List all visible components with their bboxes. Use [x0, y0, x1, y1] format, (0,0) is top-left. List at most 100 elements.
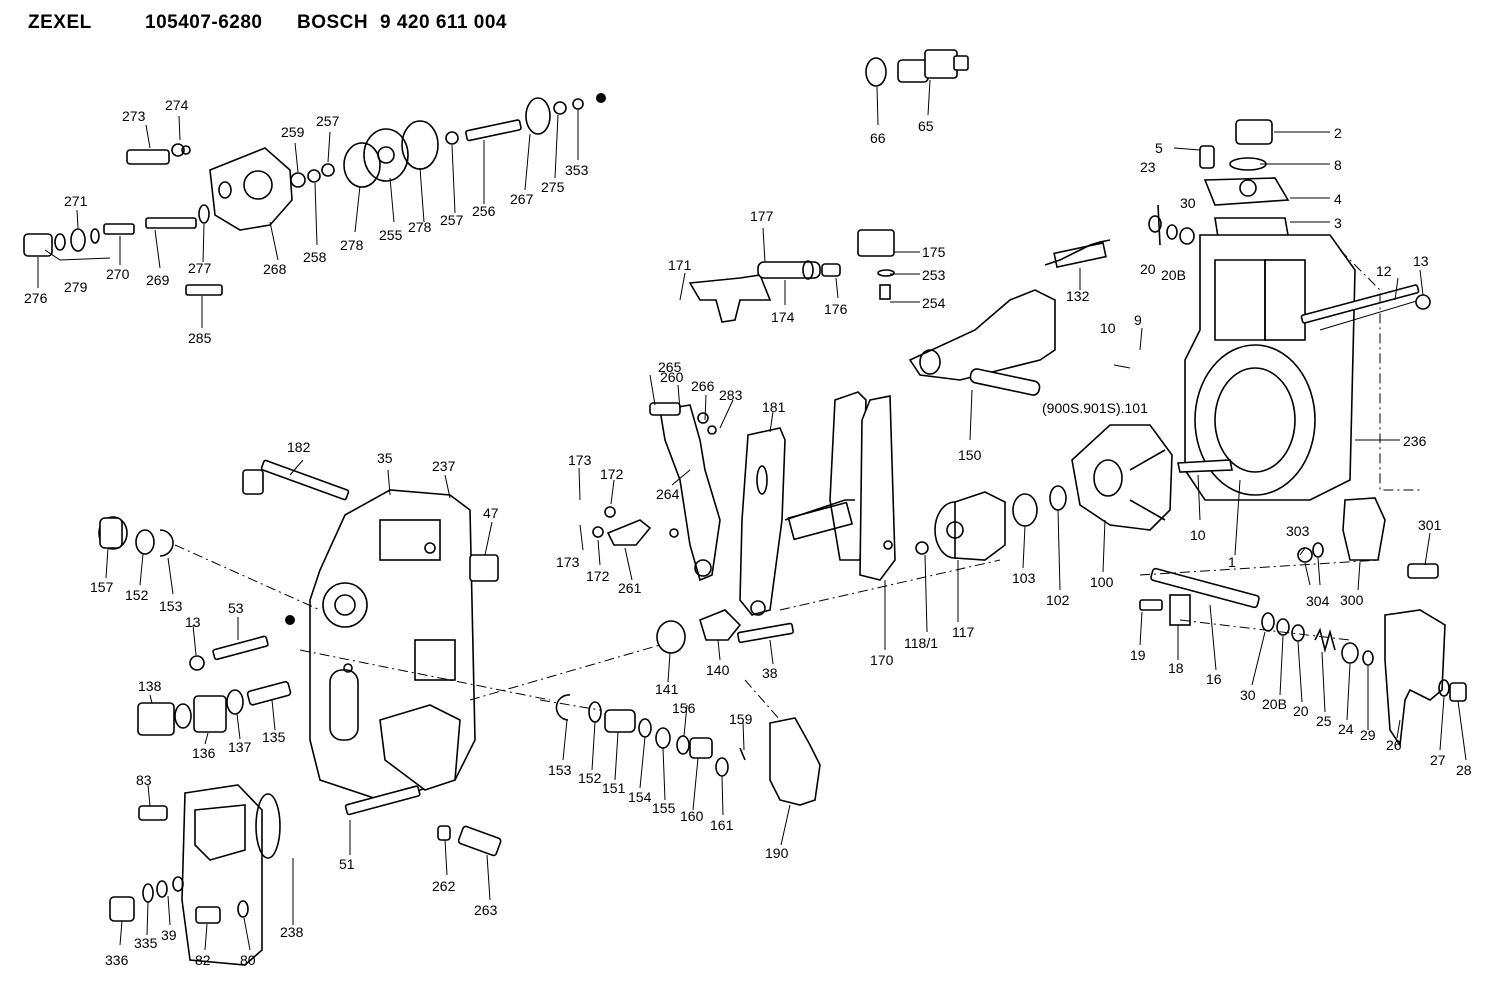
part-label: 173 — [568, 452, 592, 468]
part-label: 265 — [658, 359, 682, 375]
part-label: 137 — [228, 739, 252, 755]
part-label: 300 — [1340, 592, 1364, 608]
part-label: 65 — [918, 118, 934, 134]
control-lever-drawing — [688, 229, 895, 323]
part-label: 172 — [600, 466, 624, 482]
part-label: 150 — [958, 447, 982, 463]
flyweight-drawing — [934, 424, 1173, 561]
part-label: 175 — [922, 244, 946, 260]
part-label: 20 — [1140, 261, 1156, 277]
part-label: 255 — [379, 227, 403, 243]
header-bosch-number: 9 420 611 004 — [380, 12, 507, 33]
part-label: 20B — [1262, 696, 1287, 712]
part-label: 66 — [870, 130, 886, 146]
part-label: 82 — [195, 952, 211, 968]
part-label: 12 — [1376, 263, 1392, 279]
part-label: 10 — [1190, 527, 1206, 543]
part-label: 138 — [138, 678, 162, 694]
part-label: 278 — [408, 219, 432, 235]
part-label: 283 — [719, 387, 743, 403]
header-brand2: BOSCH — [297, 12, 368, 33]
part-label: 19 — [1130, 647, 1146, 663]
part-label: 237 — [432, 458, 456, 474]
part-label: 8 — [1334, 157, 1342, 173]
header-part-number: 105407-6280 — [145, 12, 263, 33]
part-label: 10 — [1100, 320, 1116, 336]
part-label: 118/1 — [904, 635, 938, 651]
part-label: 336 — [105, 952, 129, 968]
part-label: 135 — [262, 729, 286, 745]
part-label: 152 — [578, 770, 602, 786]
part-label: 13 — [1413, 253, 1429, 269]
part-label: 176 — [824, 301, 848, 317]
part-label: 266 — [691, 378, 715, 394]
part-label: 236 — [1403, 433, 1427, 449]
part-label: 100 — [1090, 574, 1114, 590]
part-label: 39 — [161, 927, 177, 943]
part-label: 256 — [472, 203, 496, 219]
bottom-cover-drawing — [109, 784, 281, 966]
part-label: 29 — [1360, 727, 1376, 743]
part-label: (900S.901S).101 — [1042, 400, 1148, 416]
part-label: 26 — [1386, 737, 1402, 753]
part-label: 262 — [432, 878, 456, 894]
part-label: 335 — [134, 935, 158, 951]
part-label: 257 — [440, 212, 464, 228]
part-label: 238 — [280, 924, 304, 940]
part-label: 304 — [1306, 593, 1330, 609]
lever-and-spring-drawing — [908, 239, 1111, 396]
part-label: 257 — [316, 113, 340, 129]
part-label: 141 — [655, 681, 679, 697]
part-label: 153 — [159, 598, 183, 614]
part-label: 264 — [656, 486, 680, 502]
part-label: 260 — [660, 369, 684, 385]
part-label: 102 — [1046, 592, 1070, 608]
cover-assembly-drawing — [23, 93, 606, 296]
part-label: 267 — [510, 191, 534, 207]
part-label: 47 — [483, 505, 499, 521]
part-label: 181 — [762, 399, 786, 415]
bottom-center-parts-drawing — [437, 609, 821, 857]
part-label: 24 — [1338, 721, 1354, 737]
part-label: 190 — [765, 845, 789, 861]
governor-lever-drawing — [739, 391, 929, 616]
part-label: 157 — [90, 579, 114, 595]
part-label: 259 — [281, 124, 305, 140]
leader-lines — [37, 79, 1467, 951]
part-label: 279 — [64, 279, 88, 295]
part-label: 277 — [188, 260, 212, 276]
part-label: 160 — [680, 808, 704, 824]
part-label: 170 — [870, 652, 894, 668]
part-label: 30 — [1180, 195, 1196, 211]
part-label: 140 — [706, 662, 730, 678]
part-label: 13 — [185, 614, 201, 630]
part-label: 1 — [1228, 554, 1236, 570]
part-label: 271 — [64, 193, 88, 209]
part-label: 177 — [750, 208, 774, 224]
part-label: 2 — [1334, 125, 1342, 141]
part-label: 153 — [548, 762, 572, 778]
part-label: 5 — [1155, 140, 1163, 156]
part-label: 30 — [1240, 687, 1256, 703]
part-label: 174 — [771, 309, 795, 325]
part-label: 103 — [1012, 570, 1036, 586]
part-label: 172 — [586, 568, 610, 584]
part-label: 275 — [541, 179, 565, 195]
part-label: 261 — [618, 580, 642, 596]
part-label: 132 — [1066, 288, 1090, 304]
part-label: 353 — [565, 162, 589, 178]
header-brand1: ZEXEL — [28, 12, 92, 33]
part-number-labels: 273 274 259 257 353 271 279 270 269 277 … — [24, 97, 1472, 968]
part-label: 182 — [287, 439, 311, 455]
part-label: 285 — [188, 330, 212, 346]
part-label: 152 — [125, 587, 149, 603]
part-label: 154 — [628, 789, 652, 805]
part-label: 301 — [1418, 517, 1442, 533]
part-label: 3 — [1334, 215, 1342, 231]
part-label: 258 — [303, 249, 327, 265]
part-label: 155 — [652, 800, 676, 816]
sensor-drawing — [865, 49, 969, 87]
part-label: 171 — [668, 257, 692, 273]
part-label: 51 — [339, 856, 355, 872]
